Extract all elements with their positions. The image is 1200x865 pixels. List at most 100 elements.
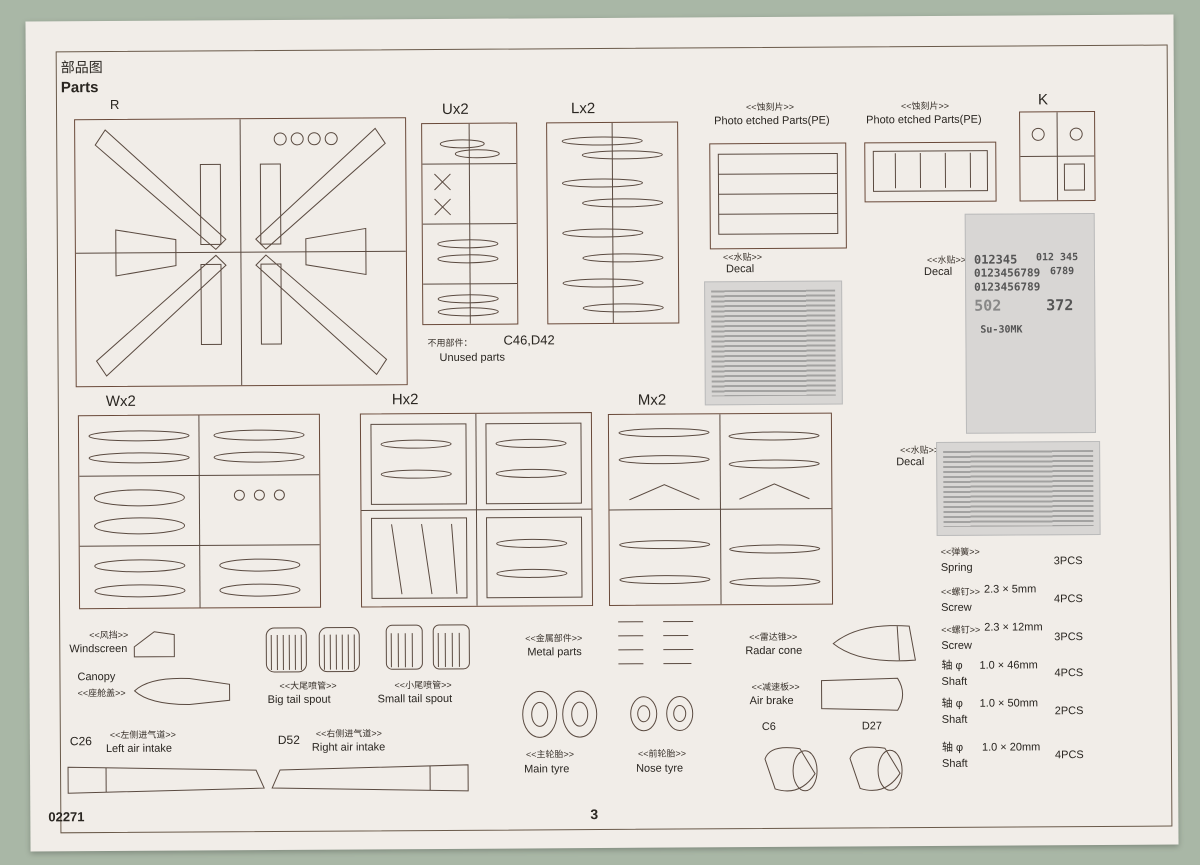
sprue-mx-label: Mx2 xyxy=(637,391,667,409)
big-spout-en: Big tail spout xyxy=(267,693,331,707)
pe2-en: Photo etched Parts(PE) xyxy=(866,113,982,127)
unused-en: Unused parts xyxy=(439,351,506,364)
sprue-mx xyxy=(607,412,834,606)
decal3-en: Decal xyxy=(896,456,925,469)
decal-row-1: 012345 xyxy=(973,252,1018,267)
sprue-lx xyxy=(546,121,680,325)
radar-en: Radar cone xyxy=(745,644,803,658)
metal-parts-drawing xyxy=(618,620,694,665)
hw-spring-cn: <<弹簧>> xyxy=(940,546,980,557)
brake-cn: <<减速板>> xyxy=(751,681,800,693)
decal-row-4: 6789 xyxy=(1049,266,1075,278)
small-spout-en: Small tail spout xyxy=(377,692,453,706)
hw-shaft3-size: 1.0 × 20mm xyxy=(981,741,1041,754)
hardware-list: <<弹簧>> Spring 3PCS <<螺钉>> 2.3 × 5mm Scre… xyxy=(25,15,1173,770)
pe-fret-1 xyxy=(709,142,847,250)
hw-spring-qty: 3PCS xyxy=(1053,555,1083,568)
decal-row-3: 012 345 xyxy=(1035,252,1079,264)
page-number: 3 xyxy=(590,806,599,823)
decal-row-2: 0123456789 xyxy=(973,266,1041,280)
decal-372: 372 xyxy=(1046,296,1074,315)
hw-screw1-en: Screw xyxy=(941,601,972,614)
sprue-ux-label: Ux2 xyxy=(441,100,469,118)
intake-left-en: Left air intake xyxy=(105,742,173,756)
sprue-k xyxy=(1019,110,1096,202)
decal-sheet-1 xyxy=(704,280,843,406)
sprue-lx-drawing xyxy=(561,122,664,323)
intake-right-en: Right air intake xyxy=(311,741,386,754)
windscreen-en: Windscreen xyxy=(69,642,128,656)
hw-shaft3-cn: 轴 φ xyxy=(941,741,964,754)
main-tyre-cn: <<主轮胎>> xyxy=(525,749,575,760)
decal-sheet-3 xyxy=(936,440,1101,536)
radar-cone-drawing xyxy=(832,625,916,662)
unused-parts: C46,D42 xyxy=(503,332,555,348)
nose-tyre-en: Nose tyre xyxy=(636,762,684,775)
right-intake-drawing xyxy=(271,764,469,792)
sprue-wx-label: Wx2 xyxy=(105,392,136,411)
hw-screw2-en: Screw xyxy=(941,639,972,652)
pe-fret-1-drawing xyxy=(717,153,839,235)
sprue-k-label: K xyxy=(1037,91,1049,109)
hw-shaft1-en: Shaft xyxy=(941,675,968,688)
sprue-lx-label: Lx2 xyxy=(570,100,596,118)
air-brake-drawing xyxy=(821,677,904,711)
sprue-ux-drawing xyxy=(422,123,518,324)
windscreen-drawing xyxy=(133,631,175,658)
hw-screw2-size: 2.3 × 12mm xyxy=(984,621,1043,634)
radar-cn: <<雷达锥>> xyxy=(749,631,798,643)
hw-screw1-qty: 4PCS xyxy=(1053,593,1083,606)
canopy-cn: <<座舱盖>> xyxy=(77,687,126,699)
metal-en: Metal parts xyxy=(527,646,582,659)
hw-shaft1-cn: 轴 φ xyxy=(941,659,963,672)
intake-left-code: C26 xyxy=(69,734,92,749)
decal-sheet-2: 012345 0123456789 012 345 6789 012345678… xyxy=(964,212,1097,434)
hw-shaft3-qty: 4PCS xyxy=(1054,749,1084,762)
hw-shaft2-en: Shaft xyxy=(941,713,968,726)
windscreen-cn: <<风挡>> xyxy=(89,629,129,641)
instruction-sheet: 部品图 Parts R Ux2 xyxy=(25,14,1179,852)
intake-left-cn: <<左侧进气道>> xyxy=(109,729,176,741)
hw-shaft2-qty: 2PCS xyxy=(1054,705,1084,718)
hw-shaft1-qty: 4PCS xyxy=(1054,667,1084,680)
left-intake-drawing xyxy=(67,766,265,794)
pe-fret-2-drawing xyxy=(872,150,989,192)
small-spout-cn: <<小尾喷管>> xyxy=(394,679,452,691)
pe1-en: Photo etched Parts(PE) xyxy=(714,114,830,128)
title-cn: 部品图 xyxy=(60,59,103,76)
pe1-cn: <<蚀刻片>> xyxy=(745,101,795,113)
canopy-drawing xyxy=(133,677,231,706)
pe2-cn: <<蚀刻片>> xyxy=(900,100,950,112)
nose-tyre-cn: <<前轮胎>> xyxy=(637,748,687,759)
hw-spring-en: Spring xyxy=(940,561,973,574)
hw-shaft2-cn: 轴 φ xyxy=(941,697,963,710)
sprue-k-drawing xyxy=(1020,112,1095,201)
sprue-ux xyxy=(421,122,519,326)
hw-shaft2-size: 1.0 × 50mm xyxy=(979,697,1039,710)
nozzle-d27-label: D27 xyxy=(861,720,883,733)
sprue-hx-label: Hx2 xyxy=(391,391,419,409)
sprue-r-drawing xyxy=(75,119,406,386)
hw-screw2-cn: <<螺钉>> xyxy=(941,624,981,635)
decal2-en: Decal xyxy=(923,265,953,279)
small-tail-spout-drawing xyxy=(385,624,470,670)
sprue-hx-drawing xyxy=(361,413,592,606)
hw-screw2-qty: 3PCS xyxy=(1054,631,1084,644)
hw-screw1-size: 2.3 × 5mm xyxy=(983,583,1037,596)
intake-right-cn: <<右侧进气道>> xyxy=(315,728,382,739)
canopy-en: Canopy xyxy=(77,670,116,684)
hw-shaft3-en: Shaft xyxy=(941,757,968,770)
intake-right-code: D52 xyxy=(277,732,300,747)
main-tyre-drawing xyxy=(522,690,598,738)
decal-502: 502 xyxy=(974,296,1002,315)
hw-shaft1-size: 1.0 × 46mm xyxy=(979,659,1038,672)
main-tyre-en: Main tyre xyxy=(524,763,570,776)
title-en: Parts xyxy=(60,79,99,97)
sprue-wx-drawing xyxy=(79,415,320,608)
sprue-r-label: R xyxy=(109,96,120,112)
sprue-hx xyxy=(359,412,594,608)
nose-tyre-drawing xyxy=(630,696,694,732)
nozzle-drawing xyxy=(764,746,903,792)
hw-screw1-cn: <<螺钉>> xyxy=(940,586,981,597)
decal1-en: Decal xyxy=(725,263,755,276)
